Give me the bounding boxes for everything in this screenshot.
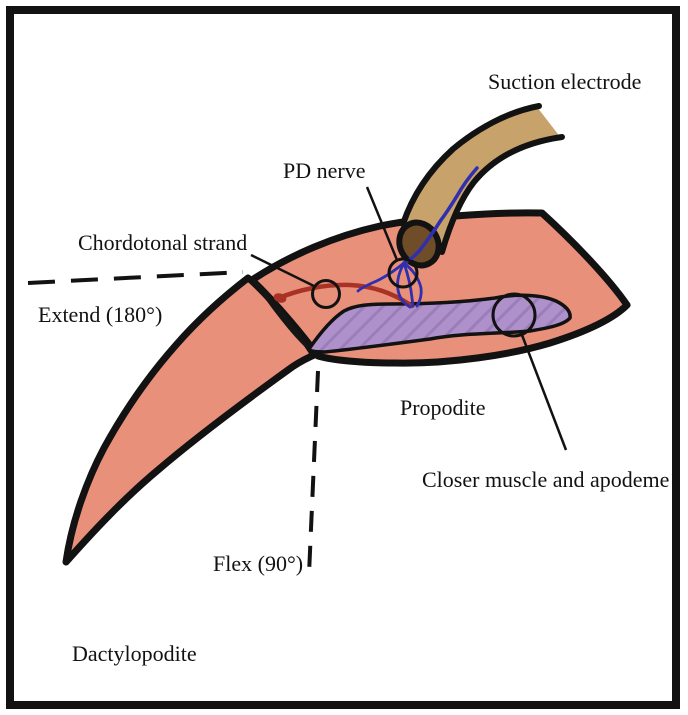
dactylopodite-shape: [62, 274, 318, 566]
nerve-branch-mid-right: [402, 261, 415, 308]
nerve-branch-right: [402, 261, 423, 308]
pd-nerve-leader-line: [365, 186, 399, 261]
chordotonal-strand-line: [276, 282, 415, 309]
nerve-branch-mid-left: [396, 261, 412, 309]
chordotonal-leader-line: [250, 253, 317, 289]
closer-muscle-leader-line: [520, 334, 568, 451]
chordotonal-strand-label: Chordotonal strand: [78, 230, 247, 255]
flex-label: Flex (90°): [213, 551, 303, 576]
electrode-top-edge: [400, 103, 542, 227]
pd-nerve-circle: [387, 257, 419, 289]
electrode-bottom-edge: [439, 134, 565, 255]
dactylopodite-label: Dactylopodite: [72, 641, 197, 666]
figure-border: [6, 6, 680, 709]
closer-muscle-circle: [491, 292, 537, 338]
closer-muscle-shape: [307, 293, 572, 354]
propodite-label: Propodite: [400, 395, 486, 420]
joint-wedge: [251, 279, 317, 357]
nerve-wire: [402, 166, 479, 265]
chordotonal-circle: [311, 279, 341, 309]
pd-nerve-label: PD nerve: [283, 158, 365, 183]
extend-label: Extend (180°): [38, 302, 162, 327]
electrode-tip: [396, 219, 442, 269]
extend-dashed-line: [27, 270, 244, 285]
nerve-branch-left: [356, 261, 406, 293]
closer-muscle-label: Closer muscle and apodeme: [422, 467, 669, 492]
suction-electrode-label: Suction electrode: [488, 69, 641, 94]
